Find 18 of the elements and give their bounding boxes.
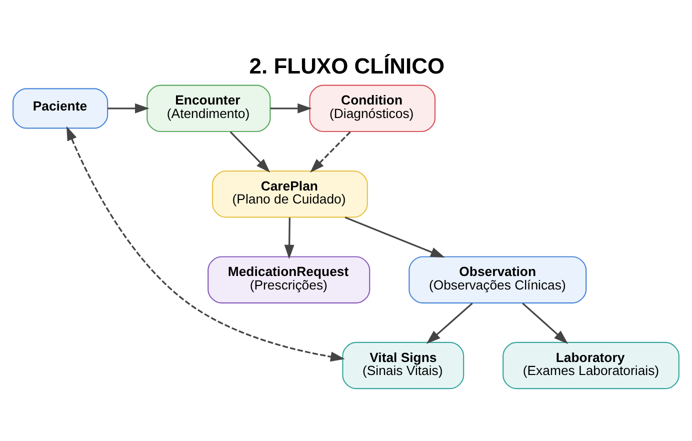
arrow <box>522 302 568 344</box>
node-box: CarePlan (Plano de Cuidado) <box>212 170 368 218</box>
node-box: Paciente <box>12 88 108 129</box>
arrow <box>270 103 312 114</box>
node-box: Condition (Diagnósticos) <box>309 84 436 132</box>
node-box: MedicationRequest (Prescrições) <box>208 256 370 304</box>
diagram-title: 2. FLUXO CLÍNICO <box>249 53 445 78</box>
node-box: Encounter (Atendimento) <box>146 84 271 132</box>
arrow <box>108 103 150 114</box>
arrow <box>310 131 351 173</box>
arrow <box>426 302 473 344</box>
arrow <box>344 216 445 258</box>
arrow <box>284 218 294 260</box>
arrow <box>230 131 270 173</box>
node-box: Observation (Observações Clínicas) <box>408 256 587 304</box>
node-box: Vital Signs (Sinais Vitais) <box>342 342 464 390</box>
node-box: Laboratory (Exames Laboratoriais) <box>502 342 680 390</box>
arrow <box>66 126 345 362</box>
